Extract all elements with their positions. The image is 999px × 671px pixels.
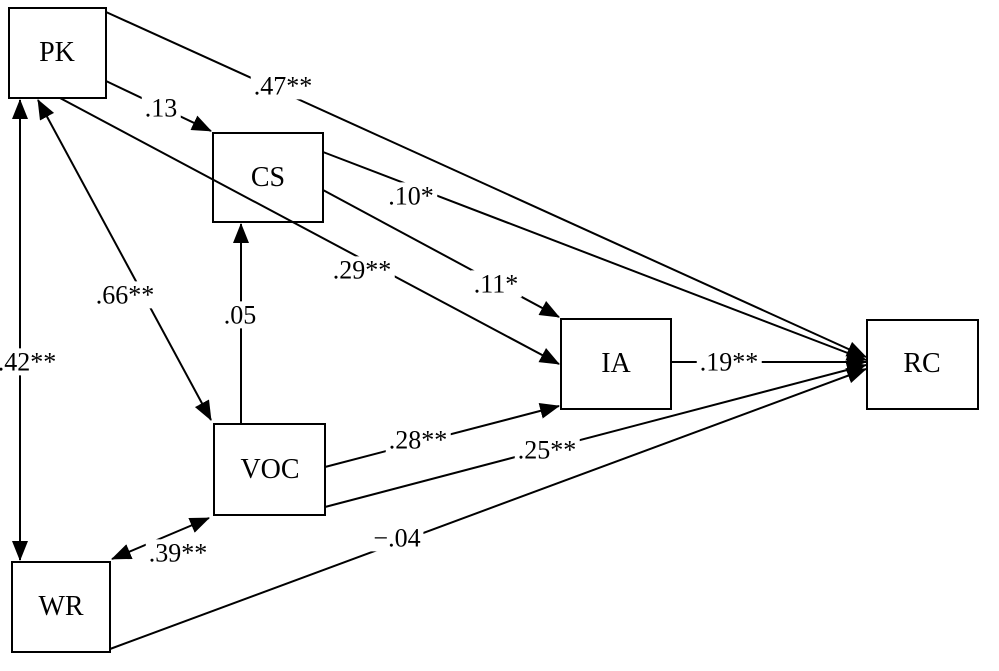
coef-label-cs-ia: .11* <box>470 270 522 298</box>
coef-label-voc-cs: .05 <box>220 301 260 329</box>
coef-label-voc-rc: .25** <box>514 436 580 464</box>
edge-cs-ia-arrow <box>322 189 560 318</box>
node-label-rc: RC <box>903 348 941 379</box>
coef-label-pk-ia: .29** <box>329 256 395 284</box>
node-box-cs <box>212 132 324 223</box>
node-label-wr: WR <box>38 591 84 622</box>
node-box-voc <box>213 423 326 516</box>
edge-wr-rc-arrow <box>109 368 867 650</box>
coef-label-pk-cs: .13 <box>141 94 181 122</box>
coef-label-pk-rc: .47** <box>250 72 316 100</box>
coef-label-cs-rc: .10* <box>385 182 437 210</box>
node-box-wr <box>11 561 111 653</box>
edge-pk-rc-arrow <box>105 11 867 358</box>
node-box-pk <box>8 7 107 99</box>
node-box-rc <box>866 319 979 410</box>
node-label-pk: PK <box>39 37 75 68</box>
covariance-wr-voc-arrow <box>111 517 210 560</box>
coef-label-wr-rc: −.04 <box>370 524 424 552</box>
coef-label-wr-voc: .39** <box>145 539 211 567</box>
covariance-pk-voc-arrow <box>37 99 212 421</box>
coef-label-pk-voc: .66** <box>92 281 158 309</box>
node-label-cs: CS <box>250 162 286 193</box>
coef-label-pk-wr: .42** <box>0 348 60 376</box>
coef-label-voc-ia: .28** <box>385 426 451 454</box>
edge-voc-rc-arrow <box>324 362 867 508</box>
node-label-voc: VOC <box>240 454 300 485</box>
node-label-ia: IA <box>601 348 631 379</box>
node-box-ia <box>560 318 672 410</box>
coef-label-ia-rc: .19** <box>696 348 762 376</box>
